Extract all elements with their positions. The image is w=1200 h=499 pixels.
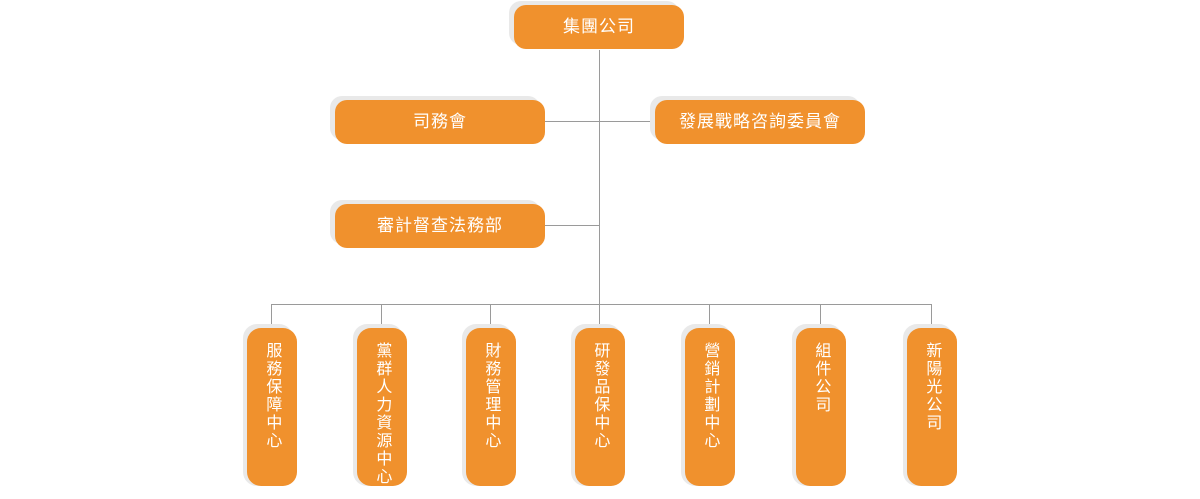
connector-level3-horizontal — [545, 225, 600, 226]
connector-drop-1 — [271, 304, 272, 328]
connector-drop-4 — [599, 304, 600, 328]
connector-drop-6 — [820, 304, 821, 328]
connector-drop-7 — [931, 304, 932, 328]
node-dangqun[interactable]: 黨群人力資源中心 — [357, 328, 407, 486]
node-fuwu[interactable]: 服務保障中心 — [247, 328, 297, 486]
node-siwuhui[interactable]: 司務會 — [335, 100, 545, 144]
node-label-caiwu: 財務管理中心 — [482, 342, 502, 450]
node-xinyangguang[interactable]: 新陽光公司 — [907, 328, 957, 486]
connector-drop-5 — [709, 304, 710, 328]
node-label-zujian: 組件公司 — [812, 342, 832, 414]
node-zujian[interactable]: 組件公司 — [796, 328, 846, 486]
node-label-yanfa: 研發品保中心 — [591, 342, 611, 450]
node-yingxiao[interactable]: 營銷計劃中心 — [685, 328, 735, 486]
connector-drop-2 — [381, 304, 382, 328]
node-label-dangqun: 黨群人力資源中心 — [373, 342, 393, 486]
node-caiwu[interactable]: 財務管理中心 — [466, 328, 516, 486]
node-label-fuwu: 服務保障中心 — [263, 342, 283, 450]
node-label-yingxiao: 營銷計劃中心 — [701, 342, 721, 450]
node-root[interactable]: 集團公司 — [514, 5, 684, 49]
connector-trunk-vertical — [599, 50, 600, 305]
node-label-xinyangguang: 新陽光公司 — [923, 342, 943, 432]
connector-level2-horizontal — [545, 121, 655, 122]
connector-level4-bus — [271, 304, 931, 305]
node-fazhan[interactable]: 發展戰略咨詢委員會 — [655, 100, 865, 144]
node-shenji[interactable]: 審計督查法務部 — [335, 204, 545, 248]
node-yanfa[interactable]: 研發品保中心 — [575, 328, 625, 486]
connector-drop-3 — [490, 304, 491, 328]
